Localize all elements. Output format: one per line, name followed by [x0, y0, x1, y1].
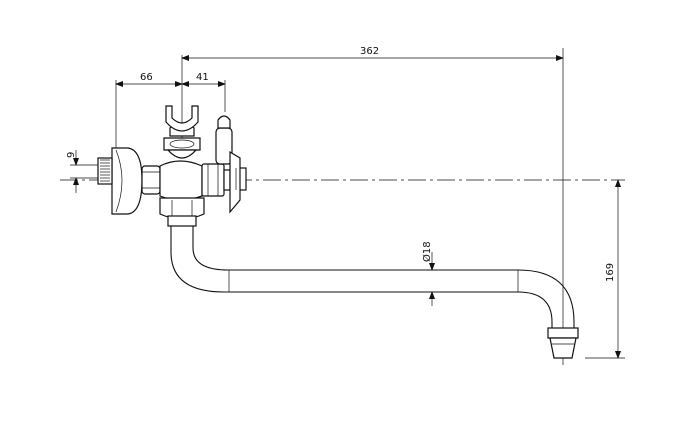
dimension-label-66: 66: [140, 72, 153, 83]
dimension-label-169: 169: [605, 263, 616, 282]
wall-flange: [97, 147, 143, 215]
dimension-spout-height: 169: [585, 179, 625, 359]
dimension-thread: 9: [66, 150, 100, 193]
dimension-label-362: 362: [360, 46, 379, 57]
dimension-label-diameter: Ø18: [421, 241, 433, 262]
dimension-wall-and-valve: 66 41: [115, 72, 226, 150]
spout-union-nut: [159, 197, 205, 227]
dimension-total-length: 362: [181, 46, 564, 365]
aerator-nozzle: [547, 327, 579, 359]
dimension-label-41: 41: [196, 72, 209, 83]
dimension-label-9: 9: [66, 152, 77, 158]
spout-pipe: [170, 226, 575, 328]
shower-hook: [163, 105, 201, 159]
dimension-pipe-diameter: Ø18: [421, 241, 435, 306]
faucet-body: [141, 160, 231, 201]
diverter-valve: [215, 115, 247, 214]
